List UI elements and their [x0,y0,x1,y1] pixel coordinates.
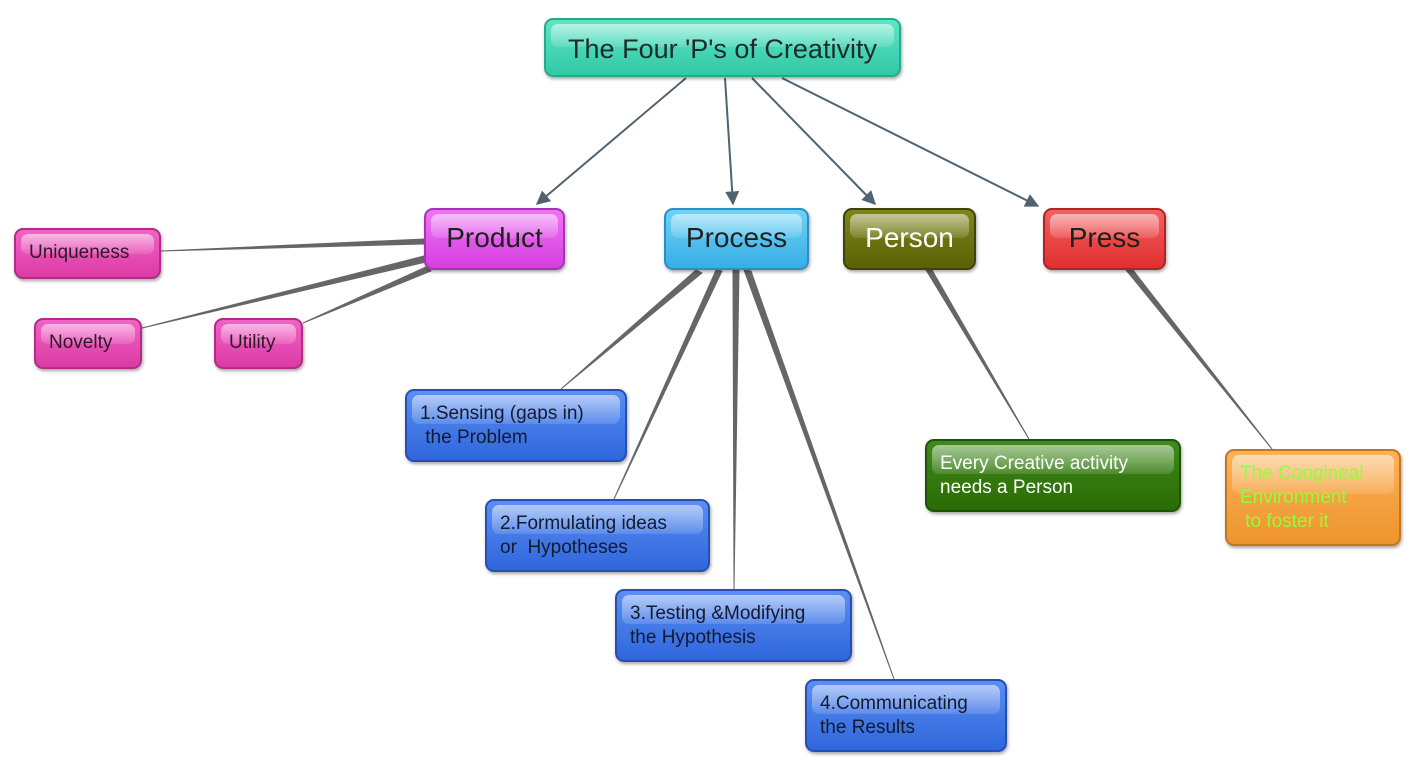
person-description[interactable]: Every Creative activity needs a Person [925,439,1181,512]
item-label: Uniqueness [29,242,130,263]
root-title: The Four 'P's of Creativity [568,34,877,64]
process-step-2[interactable]: 2.Formulating ideas or Hypotheses [485,499,710,572]
step-label: 4.Communicating the Results [820,693,968,738]
root-node[interactable]: The Four 'P's of Creativity [544,18,901,77]
product-item-uniqueness[interactable]: Uniqueness [14,228,161,279]
description-label: Every Creative activity needs a Person [940,453,1128,498]
description-label: The Congineal Environment to foster it [1240,463,1364,532]
category-label: Process [685,222,788,253]
step-label: 1.Sensing (gaps in) the Problem [420,403,584,448]
category-label: Press [1068,222,1141,253]
arrow-root-product [535,77,687,205]
process-step-4[interactable]: 4.Communicating the Results [805,679,1007,752]
link-process-step2 [613,269,723,500]
process-step-1[interactable]: 1.Sensing (gaps in) the Problem [405,389,627,462]
step-label: 3.Testing &Modifying the Hypothesis [630,603,806,648]
product-item-utility[interactable]: Utility [214,318,303,369]
category-press[interactable]: Press [1043,208,1166,270]
link-process-step4 [743,269,895,680]
press-description[interactable]: The Congineal Environment to foster it [1225,449,1401,546]
product-item-novelty[interactable]: Novelty [34,318,142,369]
category-person[interactable]: Person [843,208,976,270]
link-press-desc [1124,269,1273,450]
process-step-3[interactable]: 3.Testing &Modifying the Hypothesis [615,589,852,662]
arrow-root-process [724,77,740,206]
category-product[interactable]: Product [424,208,565,270]
link-process-step3 [732,269,740,590]
category-label: Product [446,222,543,253]
link-product-uniqueness [160,238,425,252]
item-label: Novelty [49,332,113,353]
item-label: Utility [229,332,276,353]
arrow-root-person [751,77,876,206]
category-label: Person [865,222,954,253]
category-process[interactable]: Process [664,208,809,270]
link-person-desc [925,269,1030,440]
link-process-step1 [560,269,703,390]
arrow-root-press [781,77,1040,207]
step-label: 2.Formulating ideas or Hypotheses [500,513,667,558]
